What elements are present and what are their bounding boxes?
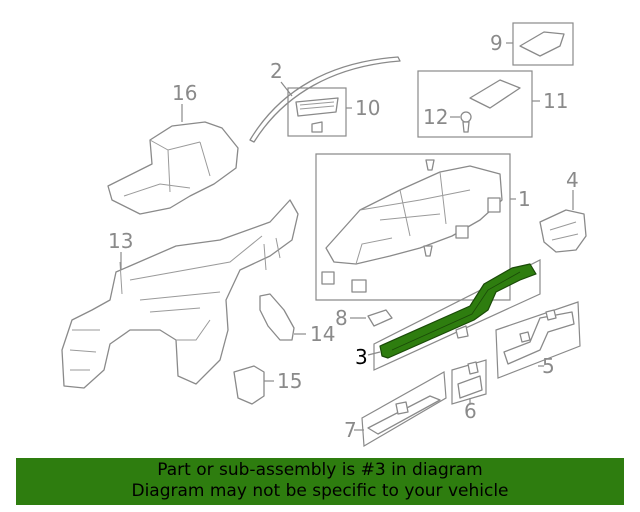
part-4-bracket bbox=[539, 209, 587, 253]
label-6: 6 bbox=[464, 399, 477, 423]
part-9-cover bbox=[519, 31, 565, 57]
label-5: 5 bbox=[542, 354, 555, 378]
info-banner: Part or sub-assembly is #3 in diagram Di… bbox=[16, 458, 624, 505]
box-11 bbox=[417, 70, 533, 138]
label-14: 14 bbox=[310, 322, 335, 346]
part-2-strip bbox=[249, 56, 401, 143]
banner-line-1: Part or sub-assembly is #3 in diagram bbox=[157, 460, 483, 480]
label-8: 8 bbox=[335, 306, 348, 330]
box-9 bbox=[512, 22, 574, 66]
parts-diagram: 16 2 10 9 11 12 1 4 bbox=[61, 22, 587, 448]
box-10 bbox=[287, 87, 347, 137]
box-1 bbox=[315, 153, 511, 301]
label-7: 7 bbox=[344, 418, 357, 442]
part-6-clip bbox=[457, 361, 483, 399]
part-1-panel bbox=[321, 159, 503, 293]
part-11-panel bbox=[469, 79, 521, 109]
part-5-bracket bbox=[503, 309, 575, 365]
label-2: 2 bbox=[270, 59, 283, 83]
part-3-beam bbox=[379, 263, 537, 359]
part-10-vent bbox=[295, 97, 339, 133]
part-7-bracket bbox=[367, 395, 441, 435]
label-15: 15 bbox=[277, 369, 302, 393]
label-3: 3 bbox=[355, 345, 368, 369]
label-4: 4 bbox=[566, 168, 579, 192]
box-7 bbox=[361, 371, 447, 448]
part-15-bracket bbox=[233, 365, 265, 405]
part-14-brace bbox=[259, 293, 295, 341]
label-1: 1 bbox=[518, 187, 531, 211]
part-8-clip bbox=[367, 309, 393, 327]
part-13-frame bbox=[61, 199, 299, 389]
label-12: 12 bbox=[423, 105, 448, 129]
label-11: 11 bbox=[543, 89, 568, 113]
banner-line-2: Diagram may not be specific to your vehi… bbox=[131, 481, 509, 501]
leader-3 bbox=[367, 351, 381, 356]
leader-2 bbox=[280, 81, 293, 97]
part-16-duct bbox=[107, 121, 239, 215]
label-9: 9 bbox=[490, 31, 503, 55]
label-13: 13 bbox=[108, 229, 133, 253]
label-16: 16 bbox=[172, 81, 197, 105]
part-12-clip bbox=[460, 111, 472, 133]
label-10: 10 bbox=[355, 96, 380, 120]
